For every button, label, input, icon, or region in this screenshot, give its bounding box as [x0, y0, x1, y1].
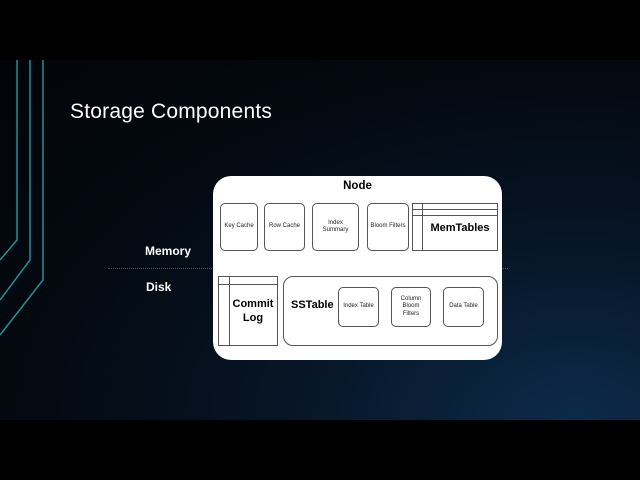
column-bloom-filters-line2: Bloom — [402, 303, 420, 310]
decorative-lines — [0, 60, 44, 336]
column-bloom-filters-line1: Column — [400, 295, 422, 302]
key-cache-label: Key Cache — [224, 223, 254, 230]
slide: Storage Components Memory Disk Node Key … — [0, 60, 640, 420]
commit-log-box: Commit Log — [218, 276, 278, 346]
row-cache-label: Row Cache — [268, 223, 300, 230]
row-cache-box: Row Cache — [264, 203, 305, 251]
node-title: Node — [343, 180, 372, 192]
index-table-label: Index Table — [343, 303, 374, 310]
bloom-filters-label: Bloom Filters — [370, 223, 406, 230]
key-cache-box: Key Cache — [220, 203, 258, 251]
node-container: Node Key Cache Row Cache Index Summary B… — [213, 176, 502, 360]
disk-label: Disk — [146, 280, 172, 294]
index-summary-label-line2: Summary — [322, 227, 349, 233]
sstable-container: SSTable Index Table Column Bloom Filters… — [283, 276, 498, 346]
index-summary-box: Index Summary — [312, 203, 359, 251]
data-table-label: Data Table — [449, 303, 478, 310]
sstable-label: SSTable — [291, 299, 334, 311]
memtables-box: MemTables — [412, 203, 498, 251]
data-table-box: Data Table — [443, 287, 484, 327]
column-bloom-filters-box: Column Bloom Filters — [391, 287, 431, 327]
commit-log-line2: Log — [242, 312, 264, 325]
column-bloom-filters-line3: Filters — [402, 310, 420, 317]
slide-title: Storage Components — [70, 100, 273, 123]
index-summary-label-line1: Index — [328, 219, 343, 226]
commit-log-line1: Commit — [232, 298, 274, 310]
bloom-filters-box: Bloom Filters — [367, 203, 409, 251]
memtables-label: MemTables — [430, 222, 490, 234]
index-table-box: Index Table — [338, 287, 379, 327]
memory-label: Memory — [145, 244, 192, 258]
